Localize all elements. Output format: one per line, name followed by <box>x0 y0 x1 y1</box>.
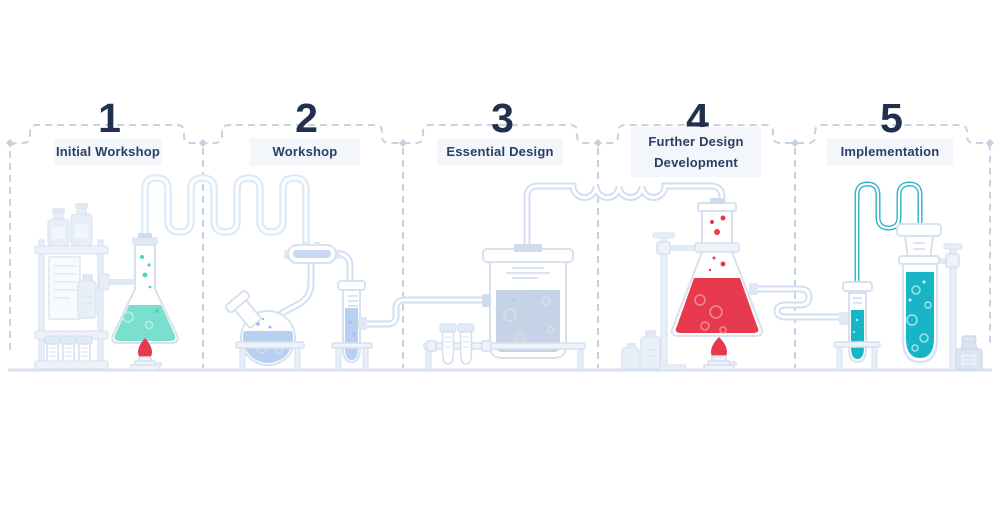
test-tube-rack-icon <box>439 323 475 365</box>
erlenmeyer-flask-icon <box>111 233 179 344</box>
bubbles <box>122 255 159 330</box>
teal-liquid <box>851 310 864 359</box>
connector-nub <box>482 294 491 307</box>
stage-5-label: Implementation <box>827 138 953 166</box>
stand-icon <box>833 341 881 348</box>
paper-sheet-icon <box>48 256 81 320</box>
stopper-icon <box>903 235 935 259</box>
condenser-to-flask-tube-icon <box>272 261 315 321</box>
bubbles <box>694 215 727 334</box>
round-bottom-flask-icon <box>224 290 305 371</box>
stand-clamp-icon <box>934 243 963 371</box>
stage-4-equipment <box>621 198 764 371</box>
grey-liquid <box>496 290 560 352</box>
connector-nub <box>749 283 758 295</box>
test-tube-icon <box>439 323 457 365</box>
shelf-icon <box>34 203 109 370</box>
stand-icon <box>331 342 373 349</box>
stage-2-equipment <box>224 242 373 371</box>
burner-flame-icon <box>130 338 162 371</box>
stand-clamp-icon <box>645 232 699 371</box>
bench-icon <box>235 341 305 349</box>
stage-4-label: Further Design Development <box>631 127 761 177</box>
test-tube-icon <box>331 280 373 371</box>
stage-2-label: Workshop <box>250 138 360 166</box>
bubbles <box>906 280 932 352</box>
beaker-to-flask-wavy-tube-icon <box>523 182 726 250</box>
stage-3-number: 3 <box>491 95 514 141</box>
stage-1-equipment <box>34 203 179 371</box>
coil-tube-icon <box>141 174 310 252</box>
flask-to-cylinder-s-tube-icon <box>755 285 843 321</box>
stage-2-number: 2 <box>295 95 318 141</box>
erlenmeyer-flask-icon <box>670 198 764 337</box>
clamp-band <box>694 242 740 253</box>
flame <box>711 337 727 359</box>
weight-jar-icon <box>955 335 983 371</box>
stage-5-equipment <box>833 223 983 371</box>
jar-icon <box>77 274 97 319</box>
jar-icon <box>621 330 661 370</box>
teal-loop-tube-icon <box>854 181 923 285</box>
stage-1-label: Initial Workshop <box>54 138 162 166</box>
testtube-to-beaker-tube-icon <box>365 296 488 328</box>
large-test-tube-icon <box>896 223 942 364</box>
stage-3-equipment <box>423 244 586 371</box>
connector-nub <box>358 317 367 330</box>
condenser-icon <box>284 242 340 264</box>
burner-flame-icon <box>703 337 737 371</box>
beaker-icon <box>482 244 574 359</box>
connector-nub <box>839 312 848 325</box>
stage-1-number: 1 <box>98 95 121 141</box>
tubing <box>141 174 923 328</box>
panel-borders <box>6 124 994 368</box>
stage-3-label: Essential Design <box>437 138 563 166</box>
clamp-icon <box>98 273 135 291</box>
blue-liquid <box>345 308 358 360</box>
flame <box>138 338 152 359</box>
test-tube-icon <box>457 323 475 365</box>
graduated-cylinder-icon <box>833 281 881 371</box>
stage-5-number: 5 <box>880 95 903 141</box>
bottle-icon <box>70 203 93 247</box>
bottle-icon <box>47 208 70 247</box>
junction-diamonds <box>6 139 994 147</box>
teal-liquid <box>114 305 176 341</box>
